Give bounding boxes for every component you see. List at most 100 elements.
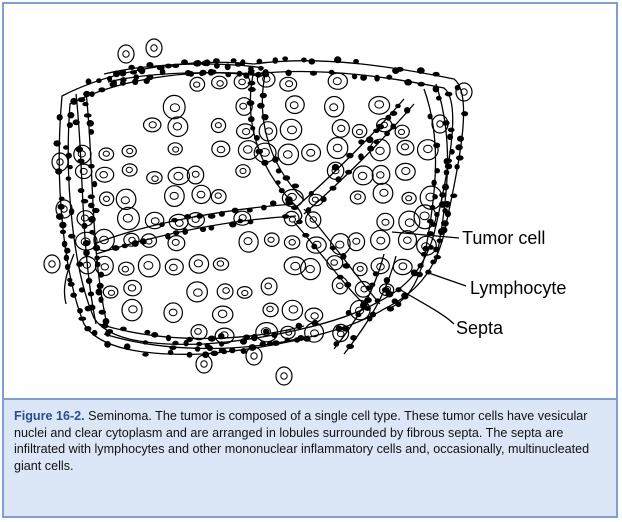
tumor-cell [353,166,373,185]
lymphocyte [112,245,120,251]
tumor-cell-nucleus [336,241,344,248]
tumor-cell-nucleus [223,288,230,294]
lymphocyte [345,170,352,175]
lymphocyte [301,58,307,63]
tumor-cell-nucleus [337,331,344,337]
lymphocyte [82,223,88,229]
tumor-cell [278,144,298,165]
lymphocyte [207,345,213,351]
lymphocyte [133,74,139,80]
tumor-cell [395,125,409,138]
tumor-cell-nucleus [217,146,225,152]
lymphocyte [88,292,94,297]
cells-layer [44,39,472,385]
tumor-cell-nucleus [217,81,223,87]
tumor-cell-nucleus [377,172,384,178]
lymphocyte [78,97,86,102]
lymphocyte [182,228,188,235]
lymphocyte [271,332,277,338]
tumor-cell-nucleus [173,147,179,152]
tumor-cell [215,328,234,343]
lymphocyte [433,72,440,77]
tumor-cell [164,303,182,323]
tumor-cell [369,97,390,115]
lymphocyte [270,200,277,206]
lymphocyte [272,340,280,346]
tumor-cell [373,183,393,203]
tumor-cell-nucleus [289,240,295,246]
lymphocyte [219,348,227,353]
lymphocyte [330,186,337,191]
lymphocyte [113,71,120,78]
lymphocyte [88,216,96,223]
lymphocyte [87,120,94,127]
tumor-cell [402,192,416,204]
lymphocyte [165,64,172,69]
tumor-cell-nucleus [100,172,108,178]
lymphocyte [428,114,433,120]
lymphocyte [70,293,77,298]
lymphocyte [455,144,462,150]
tumor-cell-nucleus [149,122,156,128]
tumor-cell-nucleus [288,126,297,134]
tumor-cell-nucleus [170,264,178,270]
lymphocyte [375,298,381,303]
tumor-cell [122,164,137,176]
lymphocyte [260,341,266,347]
tumor-cell [286,96,305,114]
tumor-cell [236,165,250,178]
lymphocyte [404,107,410,113]
lymphocyte [308,58,315,64]
lymphocyte [81,199,88,204]
tumor-cell [353,263,367,276]
tumor-cell [352,125,366,138]
tumor-cell-nucleus [267,306,273,311]
tumor-cell-nucleus [49,261,55,267]
tumor-cell [282,300,302,320]
lymphocyte [260,93,267,99]
tumor-cell [189,255,208,274]
lymphocyte [241,348,247,354]
tumor-cell [237,124,254,139]
lymphocyte [210,69,217,74]
lymphocyte [225,72,231,77]
lymphocyte [137,66,144,73]
tumor-cell-nucleus [284,151,293,158]
tumor-cell-nucleus [201,361,207,367]
tumor-cell-nucleus [402,144,409,150]
tumor-cell-nucleus [312,197,318,202]
lymphocyte [238,219,244,224]
tumor-cell [124,280,142,295]
tumor-cell [163,95,185,118]
lymphocyte [401,293,408,299]
lymphocyte [292,184,299,189]
lymphocyte [404,79,412,86]
tumor-cell [168,143,182,155]
lymphocyte [434,168,440,173]
lymphocyte [132,240,139,247]
lymphocyte [430,260,436,265]
label-tumor-cell: Tumor cell [462,228,545,248]
tumor-cell-nucleus [194,82,200,87]
lymphocyte [387,306,394,311]
tumor-cell-nucleus [197,191,205,198]
tumor-cell-nucleus [265,283,272,289]
lymphocyte [250,126,255,131]
lymphocyte [461,111,468,116]
tumor-cell [456,83,472,101]
tumor-cell [190,77,205,91]
lymphocyte [243,335,250,340]
lymphocyte [367,146,374,152]
label-septa: Septa [456,318,504,338]
tumor-cell [211,119,225,133]
tumor-cell-nucleus [194,260,202,267]
lymphocyte [252,334,258,341]
lymphocyte [311,244,317,250]
tumor-cell [144,118,161,132]
lymphocyte [195,346,201,352]
lymphocyte [235,62,242,67]
lymphocyte [418,263,424,268]
tumor-cell-nucleus [406,196,412,201]
lymphocyte [96,289,103,296]
lymphocyte [445,92,453,97]
